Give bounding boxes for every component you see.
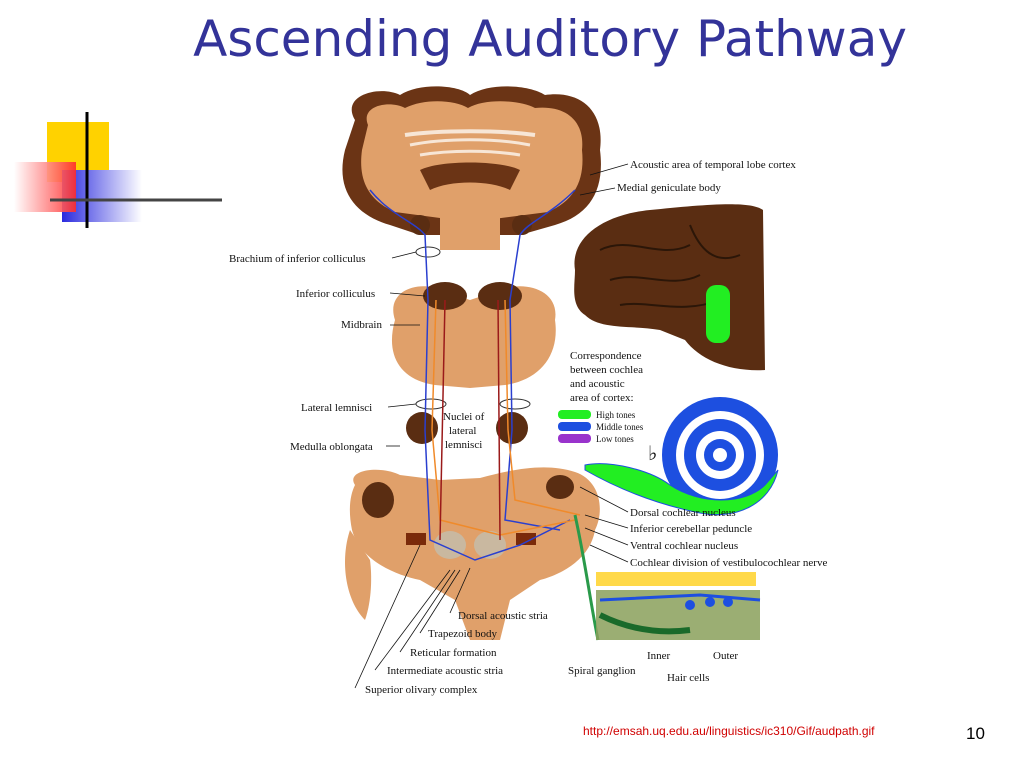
organ-of-corti	[596, 572, 761, 640]
label-superior-olivary: Superior olivary complex	[365, 684, 478, 696]
legend-high-tones: High tones	[596, 410, 636, 420]
label-lateral-lemnisci: Lateral lemnisci	[301, 402, 372, 414]
label-intermediate-stria: Intermediate acoustic stria	[387, 665, 503, 677]
cochlea-spiral: ♭	[584, 397, 779, 516]
label-cochlear-division: Cochlear division of vestibulocochlear n…	[630, 557, 827, 569]
legend-heading-3: and acoustic	[570, 378, 625, 390]
decorative-squares	[14, 112, 222, 228]
label-midbrain: Midbrain	[341, 319, 382, 331]
label-outer: Outer	[713, 650, 738, 662]
legend-heading-4: area of cortex:	[570, 392, 634, 404]
auditory-pathway-diagram: ♭ Acoustic area of temporal lob	[229, 86, 827, 696]
label-ventral-cochlear: Ventral cochlear nucleus	[630, 540, 738, 552]
label-brachium: Brachium of inferior colliculus	[229, 253, 366, 265]
label-medulla: Medulla oblongata	[290, 441, 373, 453]
svg-text:♭: ♭	[648, 443, 657, 465]
label-inferior-cerebellar: Inferior cerebellar peduncle	[630, 523, 752, 535]
cerebrum-section	[342, 86, 601, 250]
label-spiral-ganglion: Spiral ganglion	[568, 665, 636, 677]
label-inner: Inner	[647, 650, 671, 662]
legend-middle-tones: Middle tones	[596, 422, 644, 432]
source-url-link[interactable]: http://emsah.uq.edu.au/linguistics/ic310…	[583, 724, 875, 738]
leader-lines	[354, 163, 629, 689]
legend-low-tones: Low tones	[596, 434, 634, 444]
midbrain-section	[391, 282, 556, 388]
legend-heading-1: Correspondence	[570, 350, 642, 362]
label-nuclei-1: Nuclei of	[443, 411, 485, 423]
pathway-lines	[369, 189, 600, 641]
slide-title: Ascending Auditory Pathway	[193, 10, 907, 68]
label-trapezoid: Trapezoid body	[428, 628, 497, 640]
medulla-section	[345, 467, 600, 640]
label-dorsal-cochlear: Dorsal cochlear nucleus	[630, 507, 736, 519]
label-acoustic-area: Acoustic area of temporal lobe cortex	[630, 159, 796, 171]
label-dorsal-acoustic-stria: Dorsal acoustic stria	[458, 610, 548, 622]
label-hair-cells: Hair cells	[667, 672, 709, 684]
label-nuclei-2: lateral	[449, 425, 476, 437]
page-number: 10	[966, 724, 985, 743]
label-medial-geniculate: Medial geniculate body	[617, 182, 721, 194]
lateral-brain-view	[574, 204, 765, 371]
tone-legend	[558, 410, 591, 443]
label-nuclei-3: lemnisci	[445, 439, 482, 451]
legend-heading-2: between cochlea	[570, 364, 643, 376]
label-reticular: Reticular formation	[410, 647, 497, 659]
label-inferior-colliculus: Inferior colliculus	[296, 288, 375, 300]
